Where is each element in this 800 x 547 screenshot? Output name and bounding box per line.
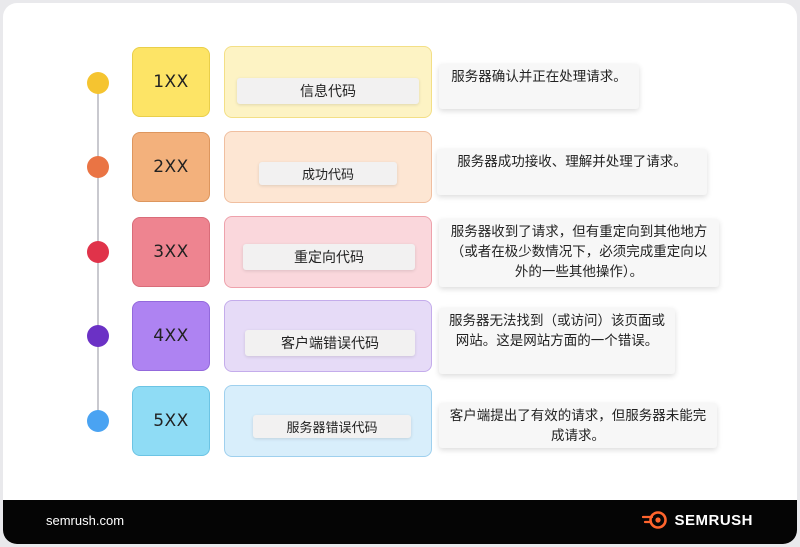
description-1xx: 服务器确认并正在处理请求。 [439,64,639,109]
code-box-4xx: 4XX [132,301,210,371]
name-panel-2xx: 成功代码 [224,131,432,203]
code-box-1xx: 1XX [132,47,210,117]
name-label-3xx: 重定向代码 [243,244,415,270]
timeline-dot-1xx [87,72,109,94]
timeline-dot-4xx [87,325,109,347]
code-box-5xx: 5XX [132,386,210,456]
footer-bar: semrush.com SEMRUSH [3,500,797,544]
name-label-1xx: 信息代码 [237,78,419,104]
brand-name: SEMRUSH [674,511,753,529]
description-3xx: 服务器收到了请求，但有重定向到其他地方（或者在极少数情况下，必须完成重定向以外的… [439,219,719,287]
code-box-3xx: 3XX [132,217,210,287]
name-label-4xx: 客户端错误代码 [245,330,415,356]
code-box-2xx: 2XX [132,132,210,202]
semrush-logo[interactable]: SEMRUSH [642,511,753,529]
description-5xx: 客户端提出了有效的请求，但服务器未能完成请求。 [439,403,717,448]
footer-url[interactable]: semrush.com [46,513,125,528]
description-2xx: 服务器成功接收、理解并处理了请求。 [437,149,707,195]
name-label-5xx: 服务器错误代码 [253,415,411,438]
diagram-card: 1XX 信息代码 服务器确认并正在处理请求。 2XX 成功代码 服务器成功接收、… [3,3,797,544]
description-4xx: 服务器无法找到（或访问）该页面或网站。这是网站方面的一个错误。 [439,308,675,374]
name-panel-3xx: 重定向代码 [224,216,432,288]
name-panel-4xx: 客户端错误代码 [224,300,432,372]
name-label-2xx: 成功代码 [259,162,397,185]
name-panel-5xx: 服务器错误代码 [224,385,432,457]
timeline-dot-5xx [87,410,109,432]
timeline-dot-3xx [87,241,109,263]
name-panel-1xx: 信息代码 [224,46,432,118]
timeline-dot-2xx [87,156,109,178]
semrush-flame-icon [642,511,668,529]
